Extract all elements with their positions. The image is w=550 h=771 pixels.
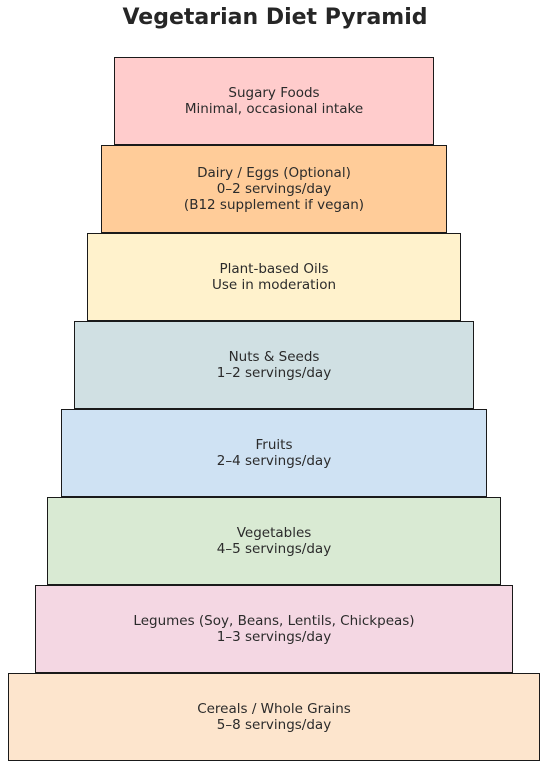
tier-vegetables: Vegetables 4–5 servings/day [47,497,501,585]
tier-note: (B12 supplement if vegan) [183,197,365,213]
tier-servings: 5–8 servings/day [216,717,332,733]
tier-nuts-seeds: Nuts & Seeds 1–2 servings/day [74,321,474,409]
tier-sugary-foods: Sugary Foods Minimal, occasional intake [114,57,434,145]
tier-heading: Nuts & Seeds [228,349,320,365]
tier-cereals-whole-grains: Cereals / Whole Grains 5–8 servings/day [8,673,540,761]
tier-guidance: Use in moderation [211,277,337,293]
tier-plant-based-oils: Plant-based Oils Use in moderation [87,233,461,321]
tier-servings: 2–4 servings/day [216,453,332,469]
tier-heading: Vegetables [236,525,312,541]
tier-heading: Dairy / Eggs (Optional) [197,165,351,181]
tier-servings: 0–2 servings/day [216,181,332,197]
tier-servings: 1–2 servings/day [216,365,332,381]
tier-legumes: Legumes (Soy, Beans, Lentils, Chickpeas)… [35,585,513,673]
tier-heading: Sugary Foods [228,85,320,101]
tier-heading: Legumes (Soy, Beans, Lentils, Chickpeas) [133,613,415,629]
tier-servings: 1–3 servings/day [216,629,332,645]
tier-guidance: Minimal, occasional intake [184,101,364,117]
tier-servings: 4–5 servings/day [216,541,332,557]
tier-heading: Fruits [255,437,293,453]
tier-heading: Cereals / Whole Grains [197,701,351,717]
tier-heading: Plant-based Oils [219,261,329,277]
tier-dairy-eggs: Dairy / Eggs (Optional) 0–2 servings/day… [101,145,447,233]
tier-fruits: Fruits 2–4 servings/day [61,409,487,497]
pyramid-title: Vegetarian Diet Pyramid [122,5,428,30]
